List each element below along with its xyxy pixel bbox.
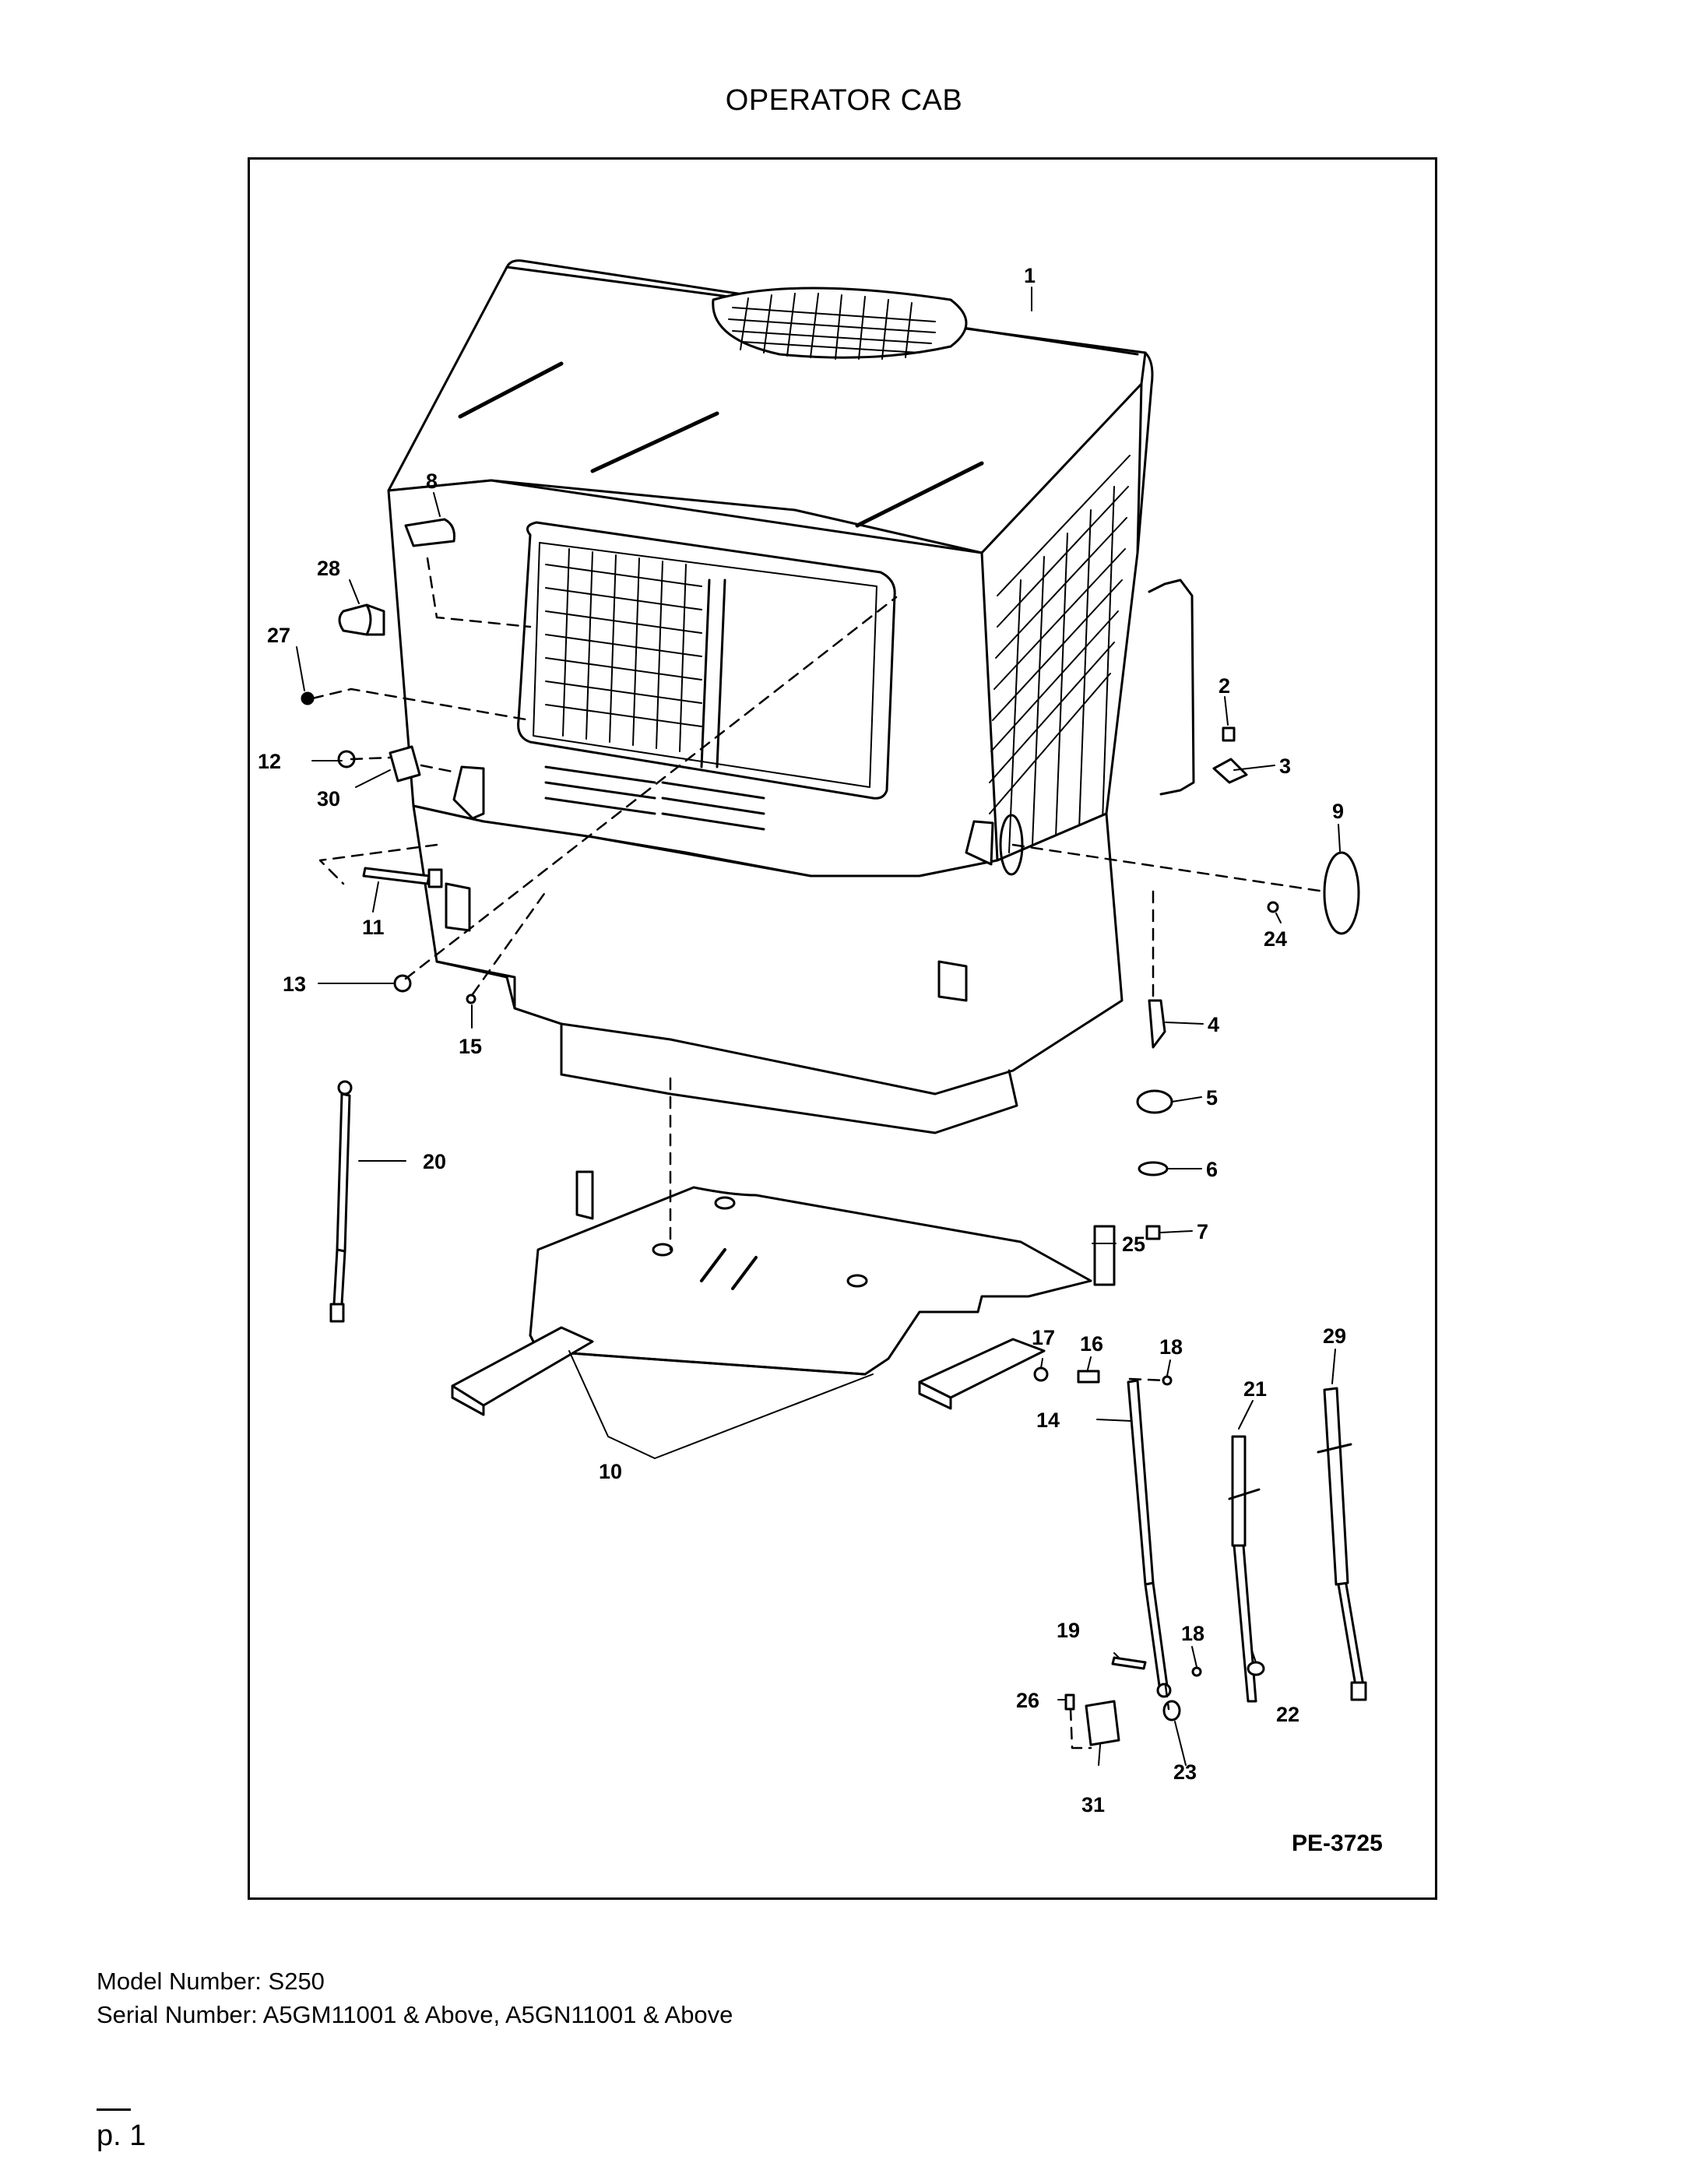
figure-id: PE-3725 — [1292, 1831, 1383, 1856]
callout-23: 23 — [1173, 1760, 1197, 1784]
small-parts-drawing — [301, 518, 1360, 1746]
callout-31: 31 — [1081, 1793, 1105, 1816]
callout-1: 1 — [1024, 264, 1036, 287]
page-number: p. 1 — [97, 2119, 146, 2152]
gas-spring-14-drawing — [1127, 1379, 1172, 1698]
callout-15: 15 — [459, 1035, 482, 1058]
callout-7: 7 — [1197, 1220, 1208, 1243]
cab-assembly-drawing — [387, 259, 1195, 1134]
callout-30: 30 — [317, 787, 340, 811]
callout-labels: 1 2 3 4 5 6 7 8 9 10 11 12 13 14 15 16 1… — [258, 264, 1383, 1856]
callout-16: 16 — [1080, 1332, 1103, 1356]
serial-number: Serial Number: A5GM11001 & Above, A5GN11… — [97, 2001, 733, 2028]
strut-21-drawing — [1228, 1435, 1261, 1703]
gas-spring-20-drawing — [329, 1080, 353, 1323]
callout-24: 24 — [1264, 927, 1287, 951]
callout-5: 5 — [1206, 1086, 1218, 1110]
callout-17: 17 — [1032, 1326, 1055, 1349]
callout-13: 13 — [283, 972, 306, 996]
callout-10: 10 — [599, 1460, 622, 1483]
callout-27: 27 — [267, 624, 290, 647]
callout-3: 3 — [1279, 754, 1291, 778]
strut-29-drawing — [1317, 1387, 1367, 1701]
model-number: Model Number: S250 — [97, 1968, 325, 1995]
callout-29: 29 — [1323, 1324, 1346, 1348]
callout-4: 4 — [1208, 1013, 1219, 1036]
callout-19: 19 — [1057, 1619, 1080, 1642]
exploded-parts-diagram: 1 2 3 4 5 6 7 8 9 10 11 12 13 14 15 16 1… — [258, 259, 1383, 1856]
page-title: OPERATOR CAB — [725, 84, 963, 117]
callout-21: 21 — [1243, 1377, 1267, 1401]
callout-14: 14 — [1036, 1409, 1060, 1432]
callout-12: 12 — [258, 750, 281, 773]
callout-8: 8 — [426, 470, 438, 493]
callout-26: 26 — [1016, 1689, 1039, 1712]
parts-diagram-frame: 1 2 3 4 5 6 7 8 9 10 11 12 13 14 15 16 1… — [248, 157, 1437, 1900]
callout-11: 11 — [362, 916, 385, 939]
callout-25: 25 — [1122, 1233, 1145, 1256]
callout-6: 6 — [1206, 1158, 1218, 1181]
callout-22: 22 — [1276, 1703, 1299, 1726]
callout-18b: 18 — [1181, 1622, 1204, 1645]
callout-28: 28 — [317, 557, 340, 580]
callout-2: 2 — [1219, 674, 1230, 698]
callout-18: 18 — [1159, 1335, 1183, 1359]
floor-pads-drawing — [451, 1326, 1046, 1416]
page-rule — [97, 2108, 131, 2111]
callout-9: 9 — [1332, 800, 1344, 823]
callout-20: 20 — [423, 1150, 446, 1173]
